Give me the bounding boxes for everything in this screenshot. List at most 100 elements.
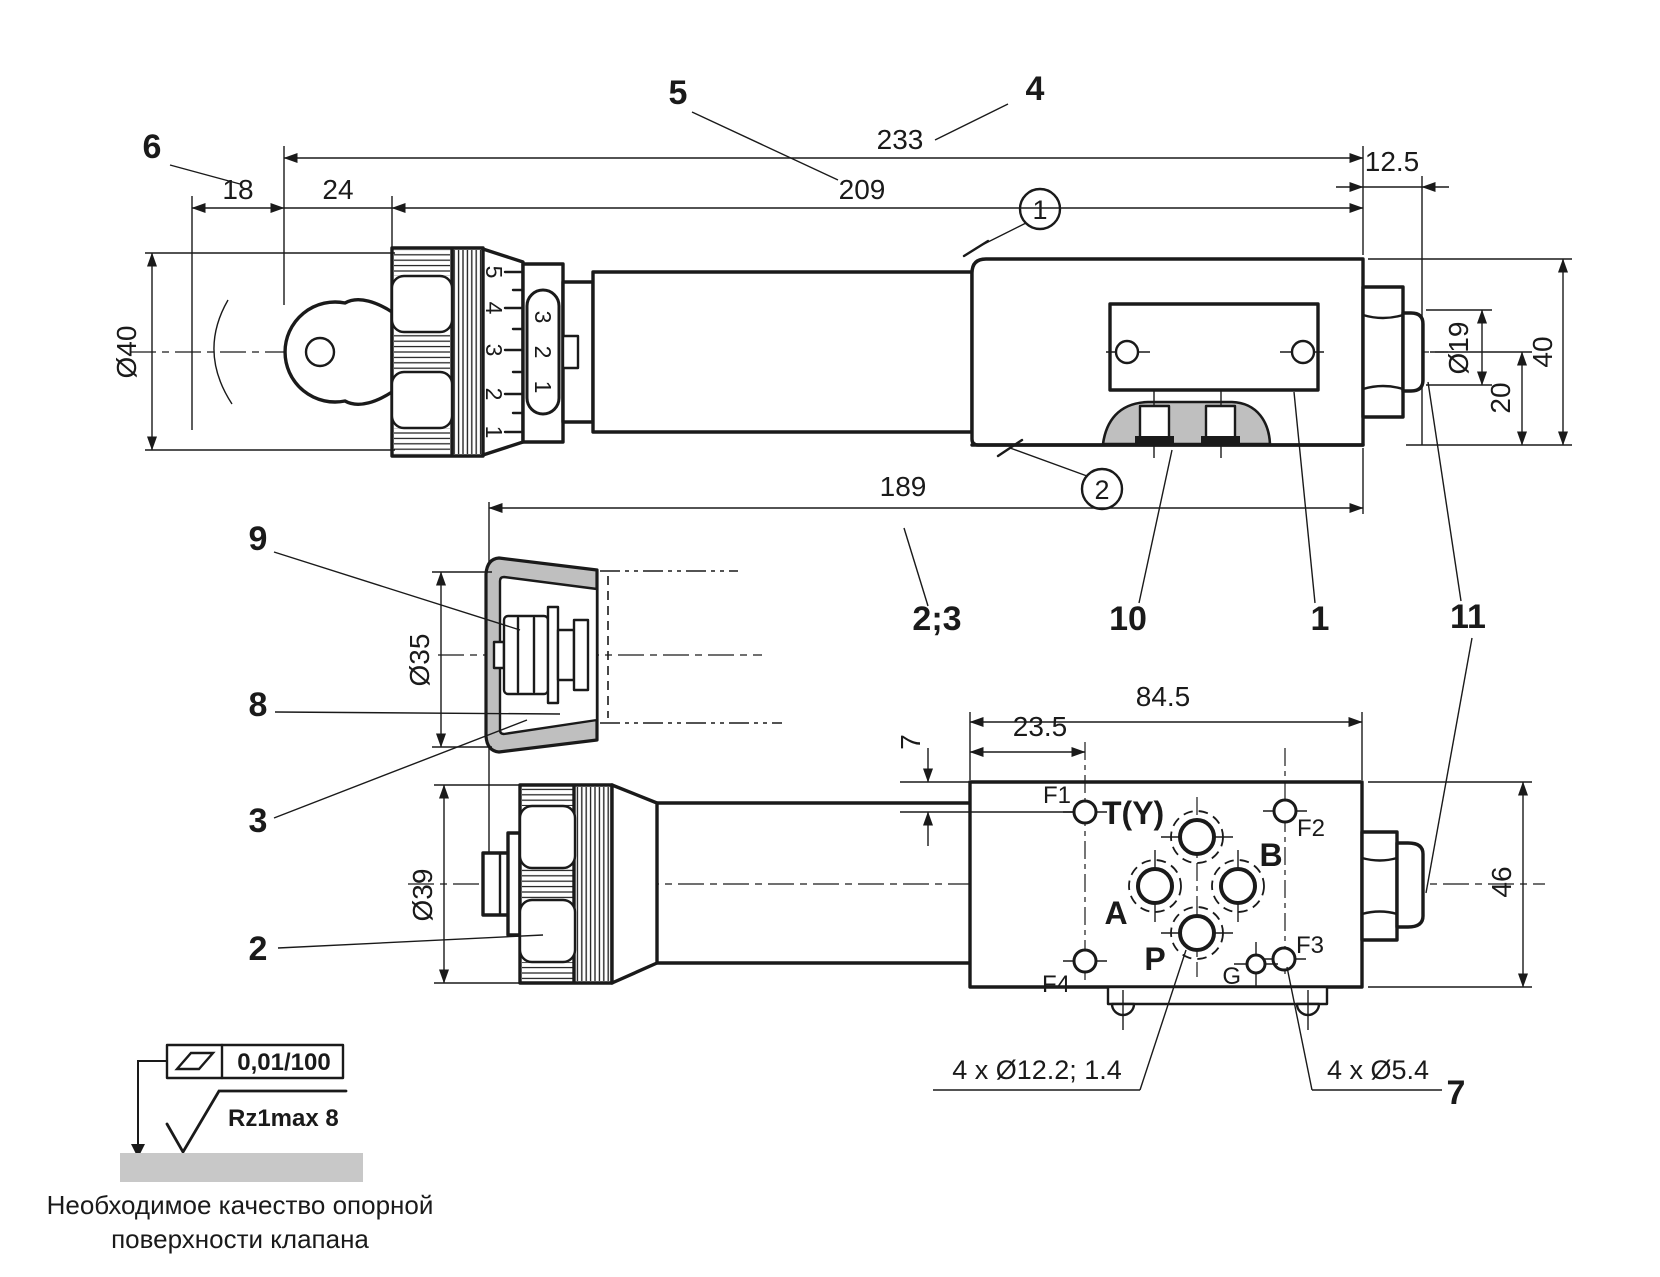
window-mark-3: 3 (530, 311, 556, 324)
valve-tube (591, 270, 974, 434)
lower-knob-cone (610, 783, 659, 985)
label-F3: F3 (1296, 932, 1324, 959)
port-A (1128, 850, 1182, 922)
note-main-ports: 4 x Ø12.2; 1.4 (952, 1055, 1122, 1085)
port-B (1211, 850, 1265, 922)
swing-arc (213, 299, 233, 405)
callout2-tick (996, 438, 1024, 458)
knob-knurl-band (452, 250, 481, 454)
slot-seat (1135, 436, 1174, 445)
nameplate (1108, 302, 1320, 392)
callout-item8: 8 (249, 686, 268, 724)
scale-mark-3: 3 (481, 344, 507, 357)
callout-item1: 1 (1311, 600, 1330, 638)
nameplate-screw (1114, 339, 1140, 365)
dim-189: 189 (880, 471, 927, 502)
leader-arrowhead (131, 1144, 145, 1158)
scale-mark-2: 2 (481, 388, 507, 401)
knob-stripe-band (522, 868, 574, 900)
slot-seat (1201, 436, 1240, 445)
hole-F4 (1072, 948, 1098, 974)
callout-item2: 2 (249, 930, 268, 968)
callout2-leader (1009, 447, 1088, 477)
caption-line1: Необходимое качество опорной (47, 1190, 434, 1220)
indicator-window (525, 288, 561, 416)
reference-surface (120, 1153, 363, 1182)
callout-item9: 9 (249, 520, 268, 558)
knob-grip-cutout (518, 898, 577, 964)
cap-end-ring (572, 618, 590, 692)
key-ring (283, 298, 394, 406)
foot-slot (1204, 404, 1237, 440)
dim-lower-od: Ø39 (407, 869, 438, 922)
cap-spindle-stub (492, 640, 506, 670)
knob-knurl-band (574, 787, 610, 981)
label-F2: F2 (1297, 815, 1325, 842)
nameplate-screw (1290, 339, 1316, 365)
label-B: B (1259, 837, 1282, 873)
dim-nut-od: Ø19 (1443, 322, 1474, 375)
knob-stripe-band (394, 428, 450, 454)
nut-facet-line (1361, 384, 1405, 391)
callout-item11: 11 (1450, 598, 1486, 636)
callout2-label: 2 (1094, 475, 1109, 505)
hole-F1 (1072, 799, 1098, 825)
label-F4: F4 (1042, 971, 1070, 998)
callout-item5: 5 (669, 74, 688, 112)
knob-grip-cutout (390, 274, 454, 334)
flatness-value: 0,01/100 (237, 1049, 330, 1076)
label-F1: F1 (1043, 782, 1071, 809)
upper-end-cap (1401, 311, 1425, 393)
dim-24: 24 (322, 174, 353, 205)
dim-845: 84.5 (1136, 681, 1191, 712)
roughness-value: Rz1max 8 (228, 1105, 339, 1132)
callout-item2-3: 2;3 (912, 600, 961, 638)
knob-stripe-band (522, 962, 574, 981)
upper-end-nut (1361, 285, 1405, 419)
callout-item4: 4 (1026, 70, 1045, 108)
label-P: P (1144, 941, 1165, 977)
dim-7: 7 (895, 734, 926, 750)
label-A: A (1104, 895, 1127, 931)
callout-item6: 6 (143, 128, 162, 166)
window-mark-2: 2 (530, 346, 556, 359)
scale-mark-1: 1 (481, 426, 507, 439)
callout-item10: 10 (1109, 600, 1147, 638)
mounting-foot (1101, 400, 1272, 446)
flatness-icon (174, 1051, 216, 1071)
caption-line2: поверхности клапана (111, 1224, 369, 1254)
cap-section-view: Ø35 9 8 3 (249, 520, 782, 840)
hole-G (1245, 953, 1267, 975)
callout-item3: 3 (249, 802, 268, 840)
callout1-label: 1 (1032, 195, 1047, 225)
foot-slot (1138, 404, 1171, 440)
neck-step (561, 334, 580, 370)
roughness-icon (165, 1089, 348, 1155)
hole-F3 (1271, 946, 1297, 972)
hole-F2 (1272, 798, 1298, 824)
dim-total: 233 (877, 124, 924, 155)
knob-grip-cutout (390, 370, 454, 430)
knob-stripe-band (394, 250, 450, 276)
port-T (1161, 810, 1233, 864)
lower-washer (506, 831, 522, 937)
dim-18: 18 (222, 174, 253, 205)
lower-end-nut (1360, 830, 1399, 942)
dim-knob-od: Ø40 (111, 326, 142, 379)
dim-209: 209 (839, 174, 886, 205)
callout-item7: 7 (1447, 1074, 1466, 1112)
callout1-tick (962, 239, 990, 258)
cap-shaft (556, 628, 576, 682)
key-ring-hole (304, 336, 336, 368)
window-mark-1: 1 (530, 381, 556, 394)
knob-grip-cutout (518, 804, 577, 870)
dim-cap-od: Ø35 (404, 634, 435, 687)
lower-end-cap (1395, 841, 1425, 929)
dim-40: 40 (1527, 336, 1558, 367)
knob-stripe-band (394, 332, 450, 372)
dim-46: 46 (1486, 866, 1517, 897)
upper-side-view: 5 4 3 2 1 3 2 1 (111, 70, 1572, 511)
scale-mark-5: 5 (481, 266, 507, 279)
label-G: G (1222, 963, 1241, 990)
